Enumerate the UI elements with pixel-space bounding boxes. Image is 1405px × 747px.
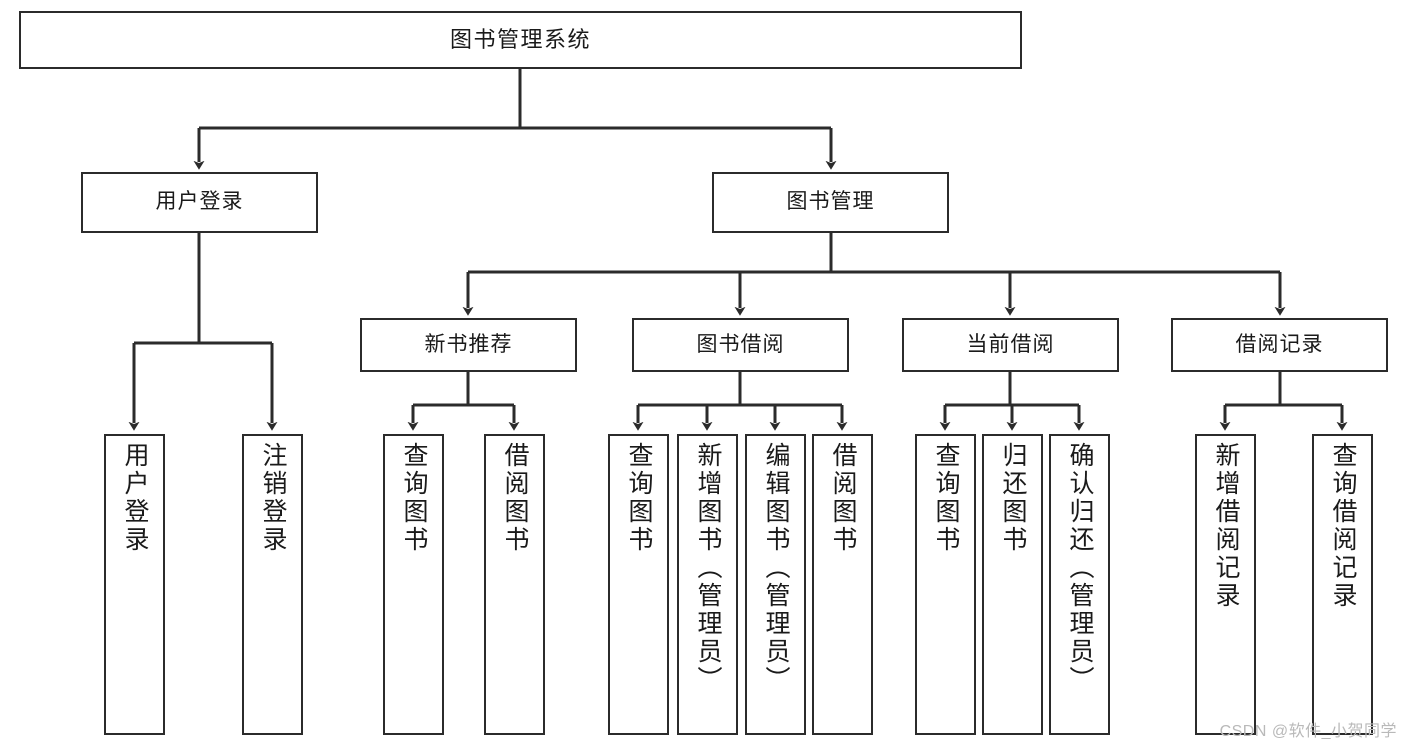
node-root-label: 图书管理系统: [449, 27, 591, 53]
node-leaf-query-book-1[interactable]: 查询图书: [383, 434, 444, 735]
node-leaf-return-book[interactable]: 归还图书: [982, 434, 1043, 735]
node-leaf-return-book-label: 归还图书: [999, 442, 1027, 554]
node-leaf-query-record-label: 查询借阅记录: [1329, 442, 1357, 610]
edge-borrow-record-to-leaves: [1219, 372, 1348, 431]
node-leaf-query-book-3-label: 查询图书: [932, 442, 960, 554]
node-leaf-edit-book[interactable]: 编辑图书（管理员）: [745, 434, 806, 735]
node-leaf-query-book-2[interactable]: 查询图书: [608, 434, 669, 735]
node-leaf-user-login-label: 用户登录: [121, 442, 149, 554]
node-leaf-query-book-2-label: 查询图书: [625, 442, 653, 554]
node-leaf-edit-book-label: 编辑图书（管理员）: [762, 442, 790, 694]
edge-new-book-recommend-to-leaves: [407, 372, 520, 431]
watermark-text: CSDN @软件_小贺同学: [1219, 723, 1397, 740]
node-borrow-record-label: 借阅记录: [1235, 332, 1324, 356]
edge-current-borrow-to-leaves: [939, 372, 1085, 431]
node-leaf-add-record[interactable]: 新增借阅记录: [1195, 434, 1256, 735]
node-leaf-add-record-label: 新增借阅记录: [1212, 442, 1240, 610]
node-leaf-borrow-book-2[interactable]: 借阅图书: [812, 434, 873, 735]
node-current-borrow[interactable]: 当前借阅: [902, 318, 1119, 372]
node-leaf-user-login[interactable]: 用户登录: [104, 434, 165, 735]
node-leaf-add-book[interactable]: 新增图书（管理员）: [677, 434, 738, 735]
node-leaf-confirm-return-label: 确认归还（管理员）: [1066, 442, 1094, 694]
node-new-book-recommend[interactable]: 新书推荐: [360, 318, 577, 372]
node-leaf-borrow-book-1[interactable]: 借阅图书: [484, 434, 545, 735]
node-leaf-query-book-3[interactable]: 查询图书: [915, 434, 976, 735]
node-leaf-query-record[interactable]: 查询借阅记录: [1312, 434, 1373, 735]
node-leaf-borrow-book-1-label: 借阅图书: [501, 442, 529, 554]
edge-book-borrow-to-leaves: [632, 372, 848, 431]
node-leaf-borrow-book-2-label: 借阅图书: [829, 442, 857, 554]
node-user-login[interactable]: 用户登录: [81, 172, 318, 233]
node-borrow-record[interactable]: 借阅记录: [1171, 318, 1388, 372]
node-leaf-confirm-return[interactable]: 确认归还（管理员）: [1049, 434, 1110, 735]
node-current-borrow-label: 当前借阅: [966, 332, 1055, 356]
node-book-manage[interactable]: 图书管理: [712, 172, 949, 233]
node-book-borrow-label: 图书借阅: [696, 332, 785, 356]
node-leaf-user-logout-label: 注销登录: [259, 442, 287, 554]
node-book-manage-label: 图书管理: [786, 190, 875, 214]
node-root[interactable]: 图书管理系统: [19, 11, 1022, 69]
edge-book-manage-to-level3: [462, 233, 1286, 316]
node-new-book-recommend-label: 新书推荐: [424, 332, 513, 356]
node-leaf-user-logout[interactable]: 注销登录: [242, 434, 303, 735]
edge-user-login-to-leaves: [128, 233, 278, 431]
node-leaf-query-book-1-label: 查询图书: [400, 442, 428, 554]
edge-root-to-level2: [193, 69, 837, 170]
node-leaf-add-book-label: 新增图书（管理员）: [694, 442, 722, 694]
node-book-borrow[interactable]: 图书借阅: [632, 318, 849, 372]
node-user-login-label: 用户登录: [155, 190, 244, 214]
